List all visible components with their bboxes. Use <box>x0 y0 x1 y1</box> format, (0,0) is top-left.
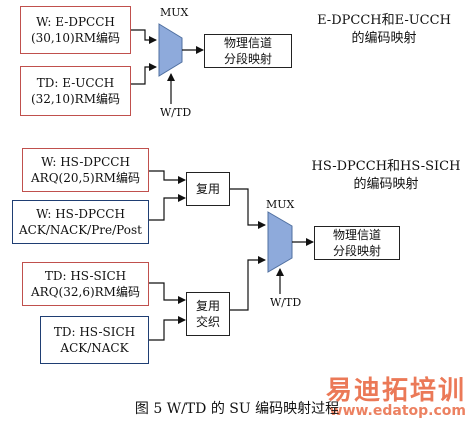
box-multiplex-w-line1: 复用 <box>195 182 220 196</box>
box-bottom-mapping-line1: 物理信道 <box>332 228 381 242</box>
box-td-hssich-arq: TD: HS-SICH ARQ(32,6)RM编码 <box>22 262 149 306</box>
box-w-hsdpcch-ack: W: HS-DPCCH ACK/NACK/Pre/Post <box>12 200 149 244</box>
box-top-mapping: 物理信道 分段映射 <box>204 34 292 68</box>
box-w-hsdpcch-arq-line2: ARQ(20,5)RM编码 <box>31 171 140 185</box>
wtd-top-label: W/TD <box>160 106 192 119</box>
box-w-edpcch: W: E-DPCCH (30,10)RM编码 <box>20 6 131 54</box>
mux-top-shape <box>158 23 183 77</box>
box-td-hssich-ack-line2: ACK/NACK <box>60 341 129 355</box>
box-bottom-mapping-line2: 分段映射 <box>332 244 381 258</box>
box-w-edpcch-line1: W: E-DPCCH <box>36 15 115 29</box>
box-top-mapping-line1: 物理信道 <box>223 36 272 50</box>
box-w-hsdpcch-ack-line2: ACK/NACK/Pre/Post <box>19 223 142 237</box>
wtd-bottom-label: W/TD <box>270 296 302 309</box>
box-top-mapping-line2: 分段映射 <box>223 52 272 66</box>
mux-bottom-shape <box>267 211 293 273</box>
box-w-hsdpcch-ack-line1: W: HS-DPCCH <box>36 207 125 221</box>
box-multiplex-td: 复用 交织 <box>186 292 230 336</box>
box-bottom-mapping: 物理信道 分段映射 <box>314 226 400 260</box>
top-title-line2: 的编码映射 <box>351 31 417 46</box>
box-w-hsdpcch-arq: W: HS-DPCCH ARQ(20,5)RM编码 <box>22 148 149 192</box>
bottom-section-title: HS-DPCCH和HS-SICH 的编码映射 <box>300 158 472 194</box>
box-td-eucch-line2: (32,10)RM编码 <box>30 92 121 106</box>
box-td-hssich-arq-line1: TD: HS-SICH <box>44 269 127 283</box>
box-w-hsdpcch-arq-line1: W: HS-DPCCH <box>41 155 130 169</box>
watermark-text: 易迪拓培训 <box>325 376 466 406</box>
box-td-eucch-line1: TD: E-UCCH <box>36 76 115 90</box>
figure-caption: 图 5 W/TD 的 SU 编码映射过程 <box>134 401 340 417</box>
mux-bottom-label: MUX <box>266 198 295 211</box>
top-section-title: E-DPCCH和E-UCCH 的编码映射 <box>296 12 472 48</box>
bottom-title-line1: HS-DPCCH和HS-SICH <box>311 159 461 174</box>
bottom-title-line2: 的编码映射 <box>353 177 419 192</box>
watermark-url: www.edatop.com <box>329 403 466 419</box>
box-td-hssich-ack-line1: TD: HS-SICH <box>53 325 136 339</box>
box-multiplex-w: 复用 <box>186 172 230 206</box>
box-td-hssich-arq-line2: ARQ(32,6)RM编码 <box>31 285 140 299</box>
watermark: 易迪拓培训 www.edatop.com <box>326 370 466 419</box>
top-title-line1: E-DPCCH和E-UCCH <box>317 13 451 28</box>
box-multiplex-td-line1: 复用 <box>195 299 220 313</box>
box-td-eucch: TD: E-UCCH (32,10)RM编码 <box>20 66 131 116</box>
mux-top-label: MUX <box>160 6 189 19</box>
box-td-hssich-ack: TD: HS-SICH ACK/NACK <box>40 316 149 364</box>
box-w-edpcch-line2: (30,10)RM编码 <box>30 31 121 45</box>
box-multiplex-td-line2: 交织 <box>195 315 220 329</box>
